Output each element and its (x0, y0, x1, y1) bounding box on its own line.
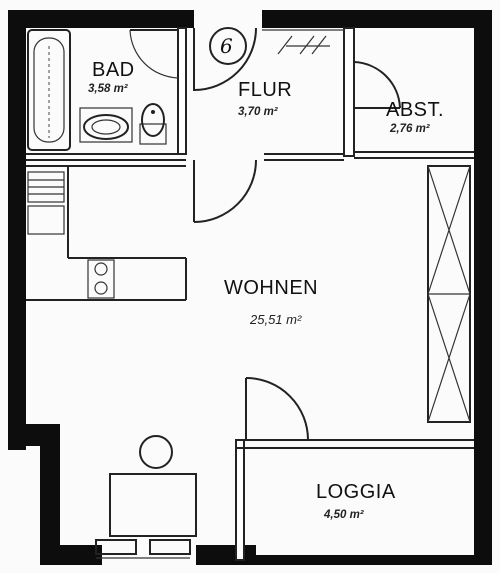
desk (109, 435, 197, 537)
room-area-bad: 3,58 m² (88, 83, 129, 95)
room-label-wohnen: WOHNEN (224, 277, 318, 299)
interior-walls (26, 27, 474, 561)
toilet (139, 103, 167, 145)
room-label-abst: ABST. (386, 99, 444, 121)
room-labels: BAD 3,58 m² FLUR 3,70 m² ABST. 2,76 m² W… (88, 59, 444, 521)
bathtub (27, 29, 71, 151)
wardrobe (262, 29, 344, 55)
room-area-wohnen: 25,51 m² (249, 312, 302, 327)
loggia-door (245, 377, 309, 441)
room-area-flur: 3,70 m² (238, 106, 279, 118)
window-sills (95, 539, 191, 559)
built-in-wardrobe (427, 165, 471, 423)
entry-number-circle (209, 27, 247, 65)
entry-number: 6 (220, 34, 233, 58)
room-area-loggia: 4,50 m² (323, 509, 365, 521)
room-label-flur: FLUR (238, 79, 292, 101)
exterior-walls (8, 10, 492, 565)
bathroom-door (129, 29, 179, 79)
living-door (193, 159, 257, 223)
room-label-bad: BAD (92, 59, 135, 81)
storage-door (353, 61, 401, 109)
kitchen (26, 165, 187, 301)
entry-door (193, 27, 257, 92)
room-area-abst: 2,76 m² (389, 123, 431, 135)
room-label-loggia: LOGGIA (316, 481, 396, 503)
washbasin (79, 107, 133, 143)
